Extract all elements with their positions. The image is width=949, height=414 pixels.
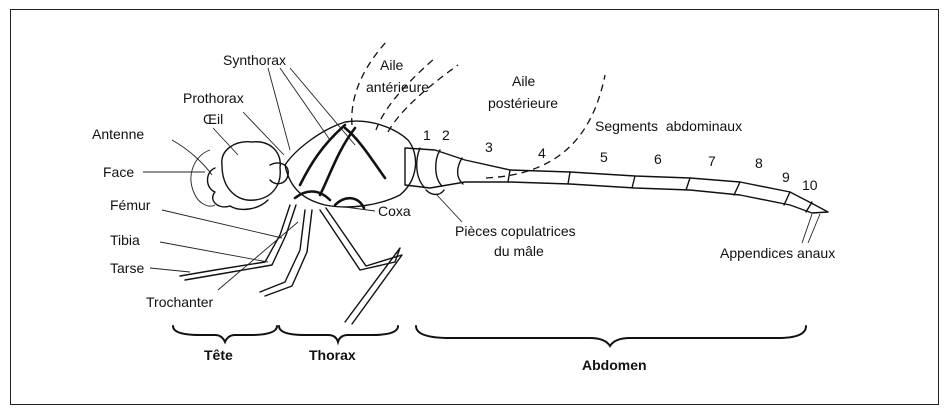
brace-thorax	[279, 326, 398, 342]
abdomen-body	[405, 148, 828, 213]
copulatory-organs	[426, 190, 444, 195]
label-femur: Fémur	[110, 197, 151, 213]
abdomen-seg-line-1	[417, 148, 425, 188]
coxa-leader	[345, 207, 375, 211]
label-trochanter: Trochanter	[146, 294, 214, 310]
label-tarse: Tarse	[110, 260, 144, 276]
prothorax-leader	[243, 112, 284, 155]
middle-leg-2	[265, 210, 312, 296]
tibia-leader	[160, 242, 268, 262]
label-pieces-1: Pièces copulatrices	[455, 223, 576, 239]
label-segments-abdominaux: Segments abdominaux	[595, 118, 742, 134]
segment-number: 6	[654, 151, 662, 167]
legs	[180, 205, 402, 324]
label-aile-anterieure-2: antérieure	[366, 79, 429, 95]
label-aile-anterieure-1: Aile	[380, 57, 404, 73]
segment-number: 9	[782, 169, 790, 185]
hind-wing-outline-2	[486, 75, 605, 178]
segment-numbers: 1 2 3 4 5 6 7 8 9 10	[423, 127, 818, 193]
label-aile-posterieure-2: postérieure	[488, 95, 558, 111]
pieces-leader	[436, 194, 462, 222]
leader-lines	[143, 68, 820, 290]
abdomen-seg-line-8	[734, 182, 740, 195]
synthorax-leaders	[268, 68, 355, 150]
label-face: Face	[103, 164, 134, 180]
label-aile-posterieure-1: Aile	[512, 73, 536, 89]
label-pieces-2: du mâle	[494, 243, 544, 259]
thorax-suture-2	[320, 128, 355, 195]
region-abdomen: Abdomen	[582, 357, 647, 373]
head	[191, 142, 288, 210]
hind-leg-2	[326, 208, 402, 324]
segment-number: 5	[600, 149, 608, 165]
abdomen	[405, 148, 828, 213]
label-coxa: Coxa	[378, 203, 411, 219]
region-tete: Tête	[204, 347, 233, 363]
abdomen-seg-line-6	[632, 176, 635, 188]
region-braces	[173, 326, 806, 346]
hind-leg	[320, 210, 400, 322]
thorax	[285, 121, 416, 208]
abdomen-seg-line-4	[508, 170, 510, 182]
segment-number: 10	[802, 177, 818, 193]
abdomen-seg-line-3	[458, 158, 463, 184]
region-thorax: Thorax	[309, 347, 356, 363]
segment-number: 2	[442, 127, 450, 143]
label-appendices-anaux: Appendices anaux	[720, 245, 835, 261]
label-tibia: Tibia	[110, 232, 140, 248]
segment-number: 4	[538, 145, 546, 161]
abdomen-seg-line-5	[568, 172, 570, 184]
brace-abdomen	[416, 326, 806, 346]
femur-leader	[162, 210, 282, 238]
abdomen-seg-line-9	[784, 192, 790, 205]
brace-tete	[173, 326, 277, 342]
mouth-shape	[230, 200, 268, 209]
label-antenne: Antenne	[92, 126, 144, 142]
appendices-leader	[802, 214, 820, 243]
abdomen-seg-line-10	[806, 202, 812, 212]
region-labels: Tête Thorax Abdomen	[204, 347, 647, 373]
face-outline-arc	[191, 150, 215, 206]
front-leg	[180, 205, 290, 276]
segment-number: 1	[423, 127, 431, 143]
front-leg-2	[185, 205, 296, 280]
tarse-leader	[150, 268, 190, 272]
segment-number: 7	[708, 153, 716, 169]
abdomen-seg-line-7	[686, 178, 690, 190]
segment-number: 8	[755, 155, 763, 171]
segment-number: 3	[485, 139, 493, 155]
abdomen-seg-line-2	[436, 150, 442, 186]
hind-wing-outline	[388, 65, 458, 132]
label-synthorax: Synthorax	[223, 52, 286, 68]
compound-eye-shape	[222, 142, 280, 200]
label-oeil: Œil	[203, 111, 223, 127]
label-prothorax: Prothorax	[183, 90, 244, 106]
